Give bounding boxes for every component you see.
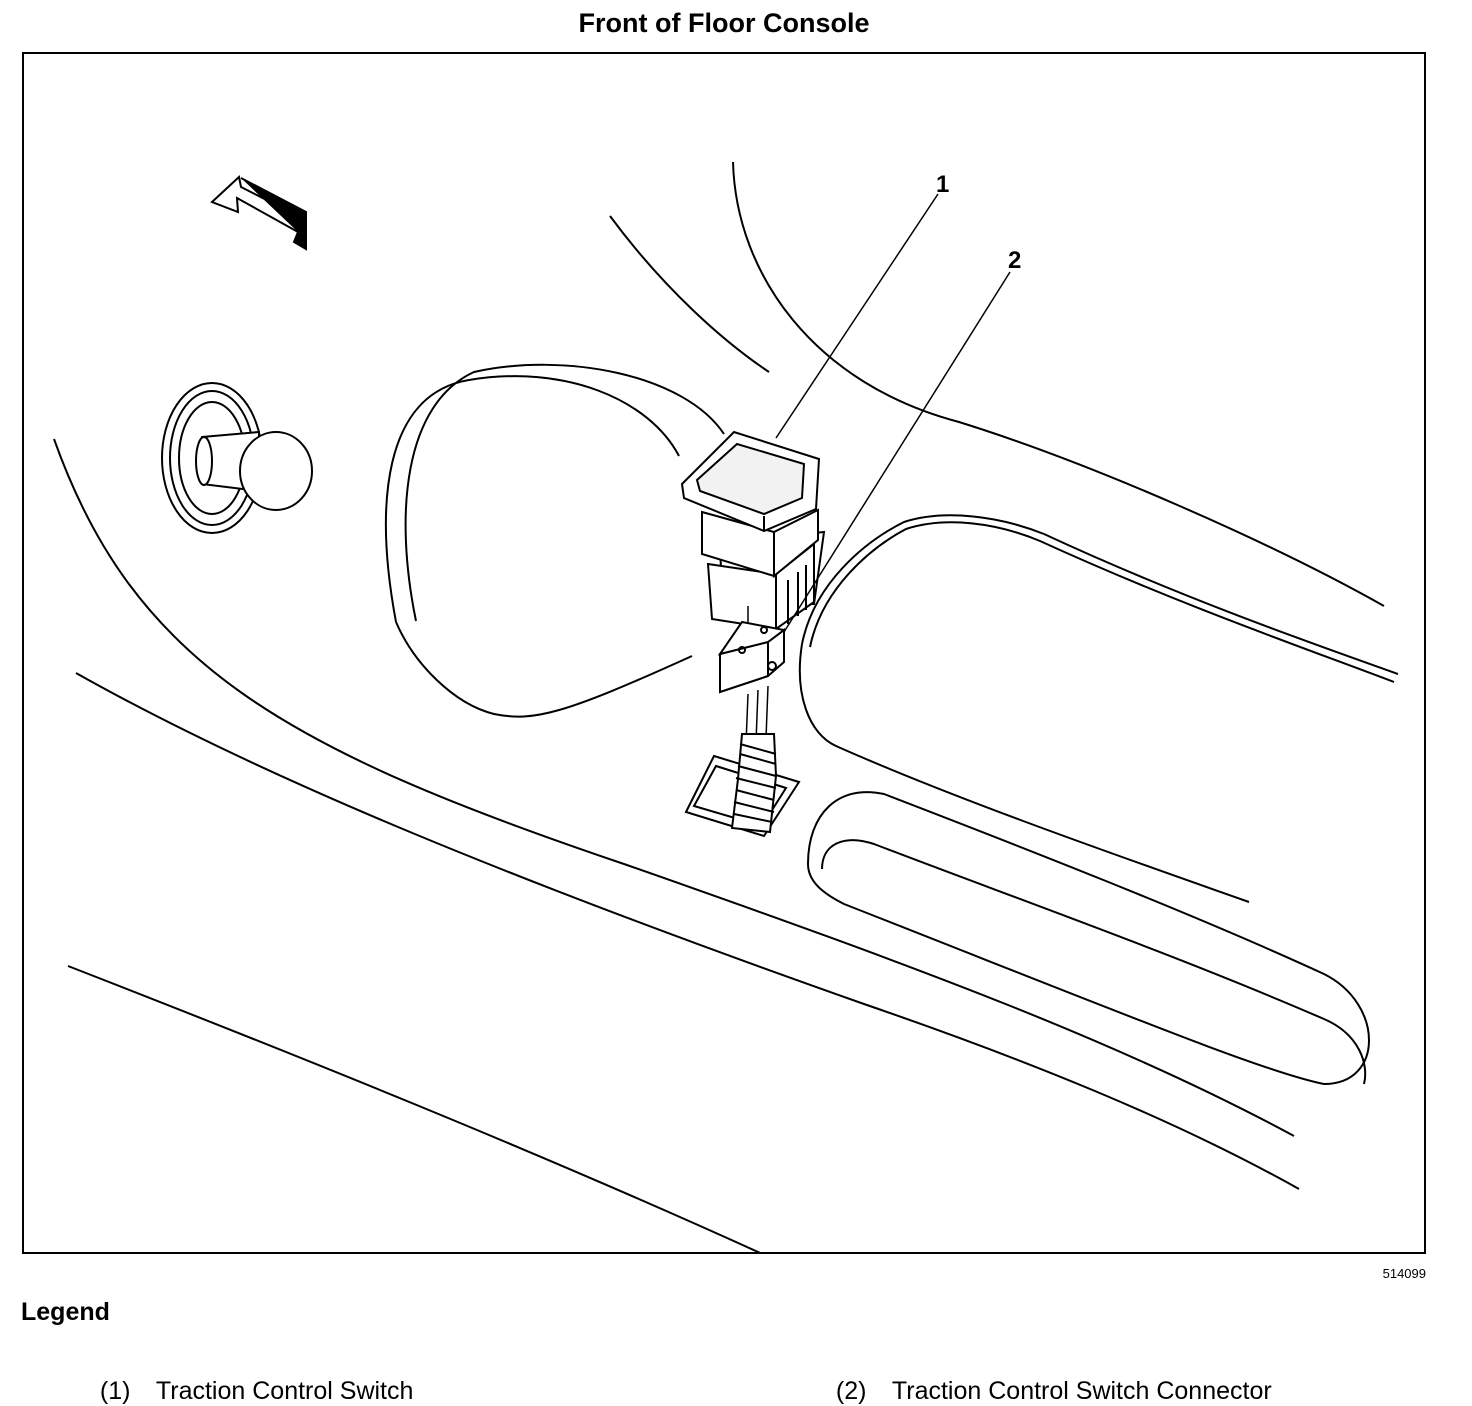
legend-item-1: (1) Traction Control Switch [86, 1348, 414, 1406]
wire-harness-icon [684, 733, 801, 838]
switch-connector-icon [717, 606, 787, 745]
callout-leaders [775, 193, 1011, 633]
callout-1: 1 [936, 171, 949, 198]
console-storage-tray [806, 791, 1370, 1086]
callout-2: 2 [1008, 247, 1021, 274]
shift-knob-icon [161, 382, 313, 534]
forward-arrow-icon [210, 175, 307, 251]
diagram-frame: 1 2 [22, 52, 1426, 1254]
traction-control-switch-icon [680, 430, 826, 631]
switch-opening [384, 363, 725, 718]
legend-heading: Legend [21, 1298, 110, 1326]
diagram-title: Front of Floor Console [578, 8, 870, 38]
legend-item-number: (2) [835, 1377, 867, 1405]
legend-item-label: Traction Control Switch Connector [891, 1377, 1272, 1405]
figure-id: 514099 [1382, 1266, 1426, 1281]
legend-item-number: (1) [99, 1377, 131, 1405]
console-outline [53, 161, 1399, 1252]
legend-item-2: (2) Traction Control Switch Connector [822, 1348, 1272, 1406]
legend-item-label: Traction Control Switch [155, 1377, 414, 1405]
